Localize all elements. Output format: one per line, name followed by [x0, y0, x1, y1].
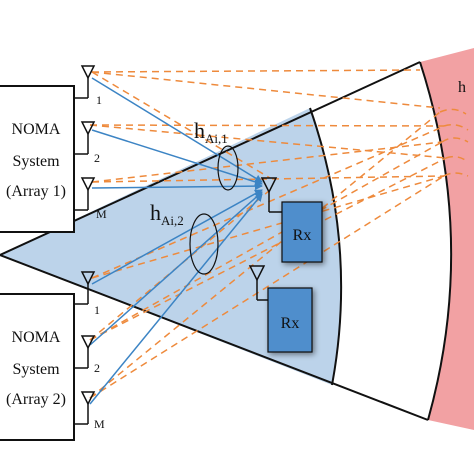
channel-ellipse-2	[189, 213, 219, 275]
noma-system-2-line1: NOMA	[12, 329, 61, 346]
red-region	[420, 48, 474, 430]
antenna-icon	[74, 177, 96, 211]
red-region-scatter-patches	[439, 108, 469, 177]
antenna-icon	[74, 121, 96, 155]
rx-box-1: Rx	[281, 201, 323, 263]
noma-system-1: NOMA System (Array 1)	[0, 85, 75, 233]
antenna-icon	[74, 391, 96, 425]
channel-label-2-base: h	[150, 200, 161, 225]
channel-ellipse-1	[217, 145, 239, 191]
sector-edge-bottom	[0, 254, 429, 421]
channel-label-2-sub: Ai,2	[161, 213, 184, 228]
array-1-antenna-m-label: M	[96, 207, 107, 221]
noma-system-2-line2: System	[12, 361, 60, 378]
array-1-antenna-2-label: 2	[94, 151, 100, 165]
noma-system-2: NOMA System (Array 2)	[0, 293, 75, 441]
antenna-icon	[74, 65, 96, 99]
channel-label-1-base: h	[194, 118, 205, 143]
noma-system-1-line1: NOMA	[12, 121, 61, 138]
rx-box-2: Rx	[267, 287, 313, 353]
rx-box-2-label: Rx	[281, 315, 300, 332]
noma-system-2-line3: (Array 2)	[6, 391, 66, 408]
red-region-label: h	[458, 79, 466, 96]
array-2-antenna-m-label: M	[94, 417, 105, 431]
antenna-array-2: 1 2 M	[74, 271, 105, 431]
dashed-links	[89, 69, 447, 399]
noma-system-1-line3: (Array 1)	[6, 183, 66, 200]
antenna-icon	[74, 335, 96, 369]
channel-label-2: hAi,2	[150, 200, 184, 228]
antenna-icon	[74, 271, 96, 305]
array-1-antenna-1-label: 1	[96, 93, 102, 107]
beam-arc	[309, 107, 343, 386]
noma-system-1-line2: System	[12, 153, 60, 170]
array-2-antenna-1-label: 1	[94, 303, 100, 317]
antenna-array-1: 1 2 M	[74, 65, 107, 221]
channel-label-1-sub: Ai,1	[205, 131, 228, 146]
rx-box-1-label: Rx	[293, 227, 312, 244]
red-region-inner-arc	[419, 61, 453, 421]
array-2-antenna-2-label: 2	[94, 361, 100, 375]
channel-label-1: hAi,1	[194, 118, 228, 146]
